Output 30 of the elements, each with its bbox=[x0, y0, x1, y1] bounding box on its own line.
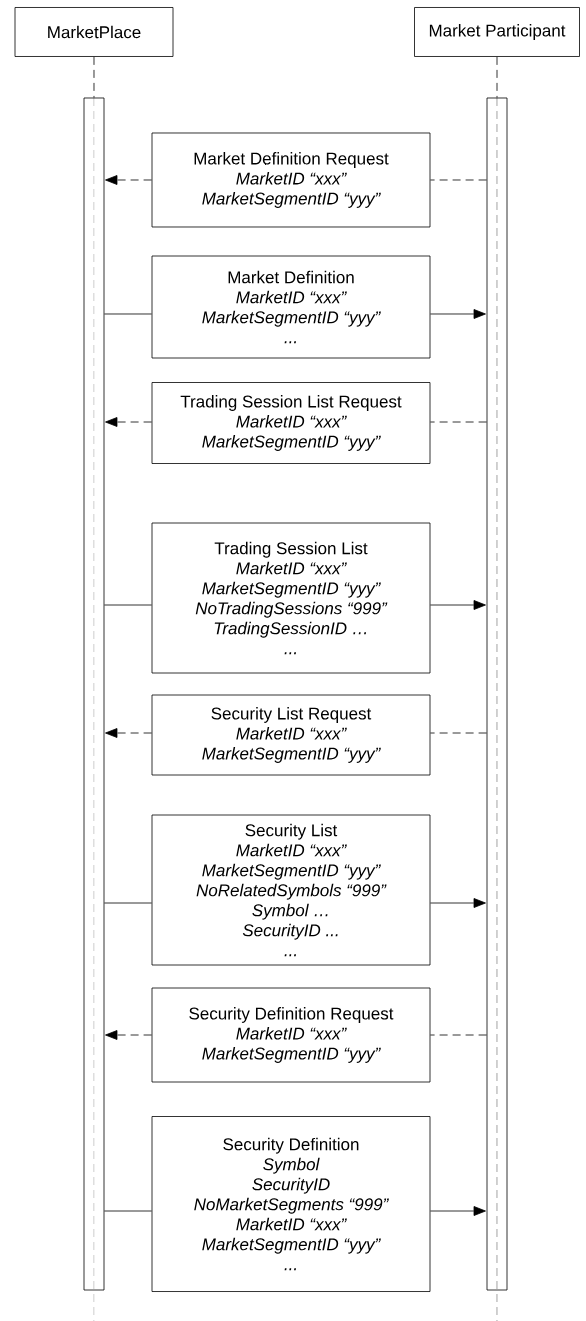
lifeline bbox=[496, 56, 498, 98]
message-line bbox=[430, 1034, 487, 1036]
arrow bbox=[430, 309, 486, 319]
message-box: Security Definition Request MarketID “xxx” MarketSegmentID “yyy” bbox=[151, 987, 431, 1083]
arrow bbox=[105, 175, 152, 185]
message-box: Security List Request MarketID “xxx” MarketSegmentID “yyy” bbox=[151, 694, 431, 776]
arrow bbox=[105, 417, 152, 427]
message-line bbox=[104, 313, 152, 315]
activation-bar bbox=[83, 97, 105, 1291]
message-box: Market Definition MarketID “xxx” MarketSegmentID “yyy” ... bbox=[151, 255, 431, 359]
message-line bbox=[430, 179, 487, 181]
arrow bbox=[430, 1206, 486, 1216]
message-line bbox=[430, 732, 487, 734]
arrow bbox=[430, 600, 486, 610]
message-box: Market Definition Request MarketID “xxx” MarketSegmentID “yyy” bbox=[151, 132, 431, 228]
actor-box: MarketPlace bbox=[14, 7, 174, 57]
activation-bar bbox=[486, 97, 508, 1291]
message-line bbox=[104, 604, 152, 606]
message-box: Trading Session List MarketID “xxx” MarketSegmentID “yyy” NoTradingSessions “999” TradingSessionID … ... bbox=[151, 522, 431, 674]
arrow bbox=[105, 1030, 152, 1040]
message-box: Security List MarketID “xxx” MarketSegmentID “yyy” NoRelatedSymbols “999” Symbol … SecurityID ... ... bbox=[151, 814, 431, 966]
message-box: Trading Session List Request MarketID “xxx” MarketSegmentID “yyy” bbox=[151, 382, 431, 464]
message-line bbox=[104, 902, 152, 904]
arrow bbox=[430, 898, 486, 908]
arrow bbox=[105, 728, 152, 738]
message-line bbox=[104, 1210, 152, 1212]
message-box: Security Definition Symbol SecurityID NoMarketSegments “999” MarketID “xxx” MarketSegmentID “yyy” ... bbox=[151, 1116, 431, 1292]
lifeline bbox=[93, 56, 95, 98]
message-line bbox=[430, 421, 487, 423]
actor-box: Market Participant bbox=[414, 7, 580, 57]
